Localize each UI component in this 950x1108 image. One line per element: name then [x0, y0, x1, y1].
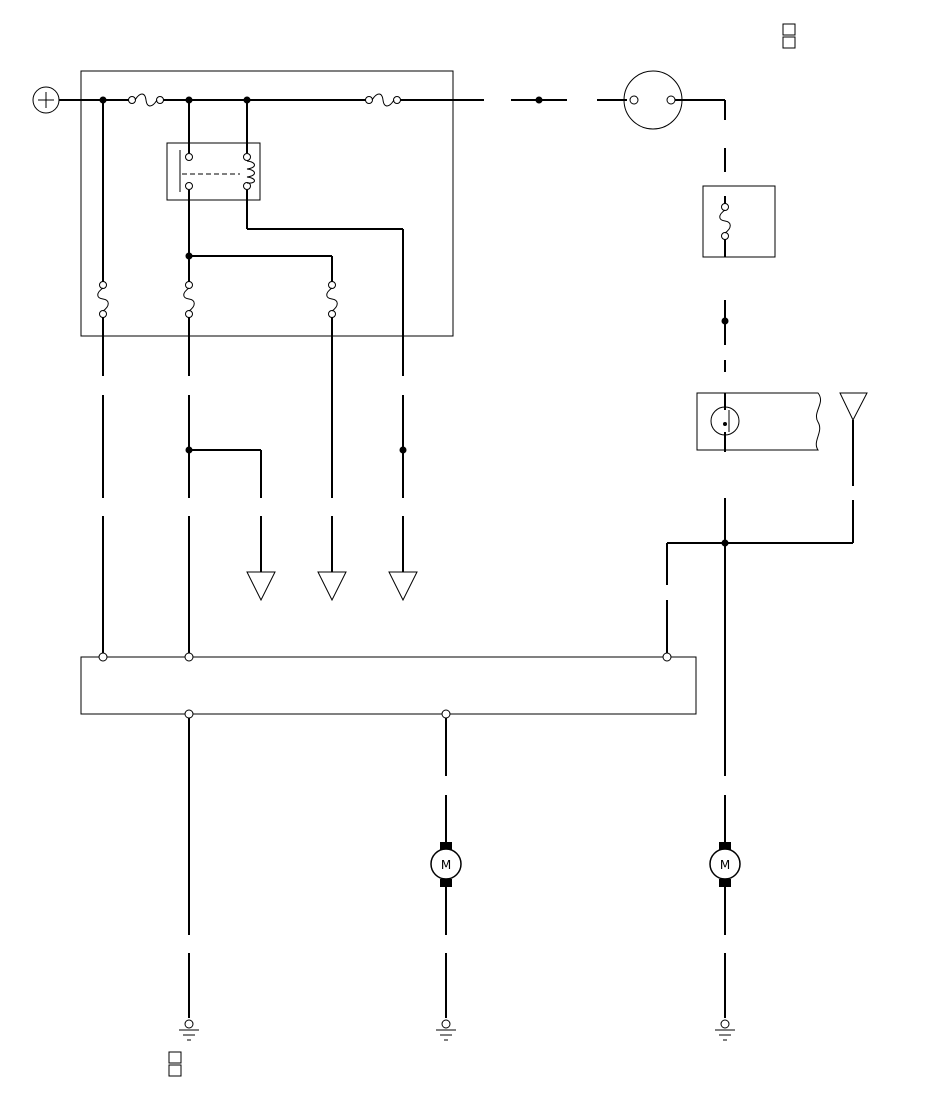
battery-positive-icon: +: [32, 86, 60, 114]
page-ref-bottom-left: [168, 1051, 182, 1077]
motor-icon: M: [430, 842, 462, 887]
switch-block: [696, 392, 822, 451]
junction: [399, 446, 407, 454]
fuse-icon: [183, 281, 195, 318]
relay-icon: [166, 142, 261, 201]
connector-arrow-icon: [388, 571, 418, 602]
motor-icon: M: [709, 842, 741, 887]
fuse-icon: [326, 281, 338, 318]
connector-arrow-icon: [246, 571, 276, 602]
wire-lower: [188, 718, 447, 1018]
ground-icon: [715, 1019, 735, 1041]
junction: [721, 539, 729, 547]
fuse-icon: [128, 93, 164, 107]
junction: [185, 446, 193, 454]
junction: [535, 96, 543, 104]
junction: [185, 252, 193, 260]
terminal: [184, 709, 194, 719]
connector-arrow-icon: [317, 571, 347, 602]
terminal: [662, 652, 672, 662]
ground-icon: [436, 1019, 456, 1041]
wire-right: [666, 148, 854, 1018]
motor-label: M: [441, 858, 451, 872]
sub-fuse-box: [702, 185, 776, 258]
page-ref-top-right: [782, 23, 796, 49]
motor-label: M: [720, 858, 730, 872]
fuse-icon: [719, 203, 731, 240]
fuse-relay-box: [80, 70, 454, 337]
fuse-icon: [97, 281, 109, 318]
terminal: [98, 652, 108, 662]
control-unit: [80, 656, 697, 715]
wire-relay-output: [188, 100, 333, 653]
ground-icon: [179, 1019, 199, 1041]
switch-icon: [623, 70, 683, 130]
fuse-icon: [365, 93, 401, 107]
terminal: [441, 709, 451, 719]
antenna-icon: [839, 392, 868, 422]
junction: [721, 317, 729, 325]
terminal: [184, 652, 194, 662]
